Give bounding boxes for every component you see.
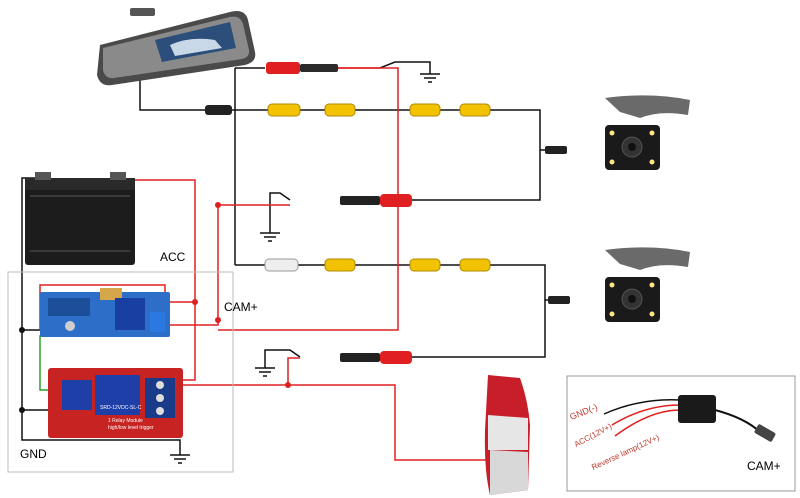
relay-module-icon <box>48 368 183 438</box>
tail-light-icon <box>484 375 530 495</box>
timer-relay-board-icon <box>40 288 170 337</box>
ground-symbol-icon <box>170 73 440 464</box>
filter-cam-plus-label: CAM+ <box>747 459 781 473</box>
car-battery-icon <box>25 172 135 265</box>
rear-view-mirror-monitor-icon <box>97 8 256 86</box>
relay-line2-text: high/low level trigger <box>108 425 154 431</box>
relay-line1-text: 1 Relay Module <box>108 418 143 424</box>
power-filter-icon <box>603 395 776 442</box>
junction-dots <box>192 202 291 388</box>
filter-frame <box>566 375 796 492</box>
control-box-outline <box>7 271 234 473</box>
acc-label: ACC <box>160 250 186 264</box>
gnd-label: GND <box>20 447 47 461</box>
backup-camera-icon <box>605 247 690 322</box>
junction-dots-black <box>19 327 25 413</box>
cam-plus-label: CAM+ <box>224 300 258 314</box>
rca-connectors <box>205 62 570 364</box>
relay-model-text: SRD-12VDC-SL-C <box>100 405 142 411</box>
backup-camera-icon <box>605 95 690 170</box>
